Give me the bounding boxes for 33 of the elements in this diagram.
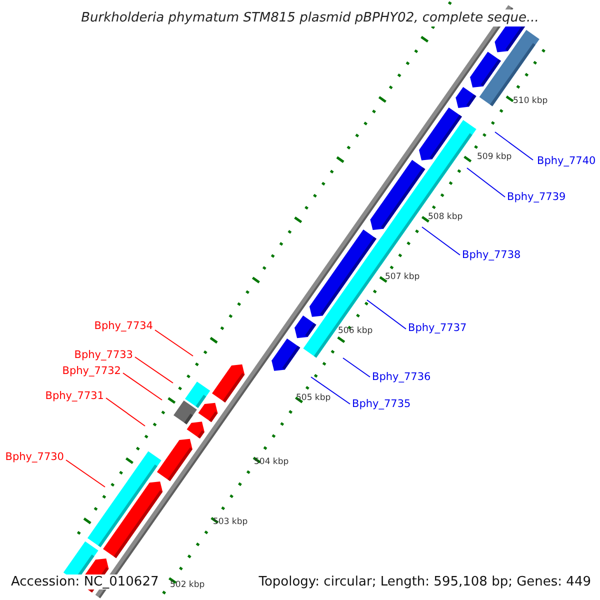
- scale-label: 504 kbp: [254, 458, 289, 466]
- leader-line: [366, 300, 406, 330]
- scale-label: 510 kbp: [513, 96, 548, 106]
- scale-label: 509 kbp: [477, 152, 512, 162]
- scale-label: 502 kbp: [170, 580, 205, 590]
- scale-label: 505 kbp: [296, 394, 331, 402]
- gene-label: Bphy_7738: [462, 250, 521, 260]
- leader-line: [466, 168, 506, 198]
- leader-line: [66, 460, 106, 488]
- leader-line: [154, 330, 194, 356]
- leader-line: [422, 226, 460, 256]
- scale-label: 506 kbp: [338, 326, 373, 336]
- scale-label: 508 kbp: [428, 212, 463, 222]
- gene-label: Bphy_7733: [74, 350, 133, 360]
- leader-line: [342, 358, 370, 378]
- leader-line: [310, 376, 350, 404]
- leader-line: [134, 356, 174, 384]
- leader-line: [106, 398, 146, 426]
- gene-label: Bphy_7739: [507, 192, 566, 202]
- genome-summary-text: Topology: circular; Length: 595,108 bp; Genes: 449: [258, 576, 591, 588]
- gene-label: Bphy_7737: [408, 322, 467, 334]
- gene-label: Bphy_7731: [45, 390, 104, 402]
- gene-label: Bphy_7732: [62, 366, 121, 376]
- gene-label: Bphy_7736: [372, 372, 431, 382]
- scale-label: 507 kbp: [385, 272, 420, 282]
- gene-label: Bphy_7735: [352, 398, 411, 410]
- leader-line: [122, 372, 162, 400]
- accession-text: Accession: NC_010627: [9, 574, 161, 590]
- gene-label: Bphy_7740: [537, 156, 596, 166]
- leader-line: [494, 132, 534, 160]
- scale-label: 503 kbp: [213, 518, 248, 526]
- gene-label: Bphy_7730: [5, 452, 64, 462]
- gene-label: Bphy_7734: [94, 320, 153, 332]
